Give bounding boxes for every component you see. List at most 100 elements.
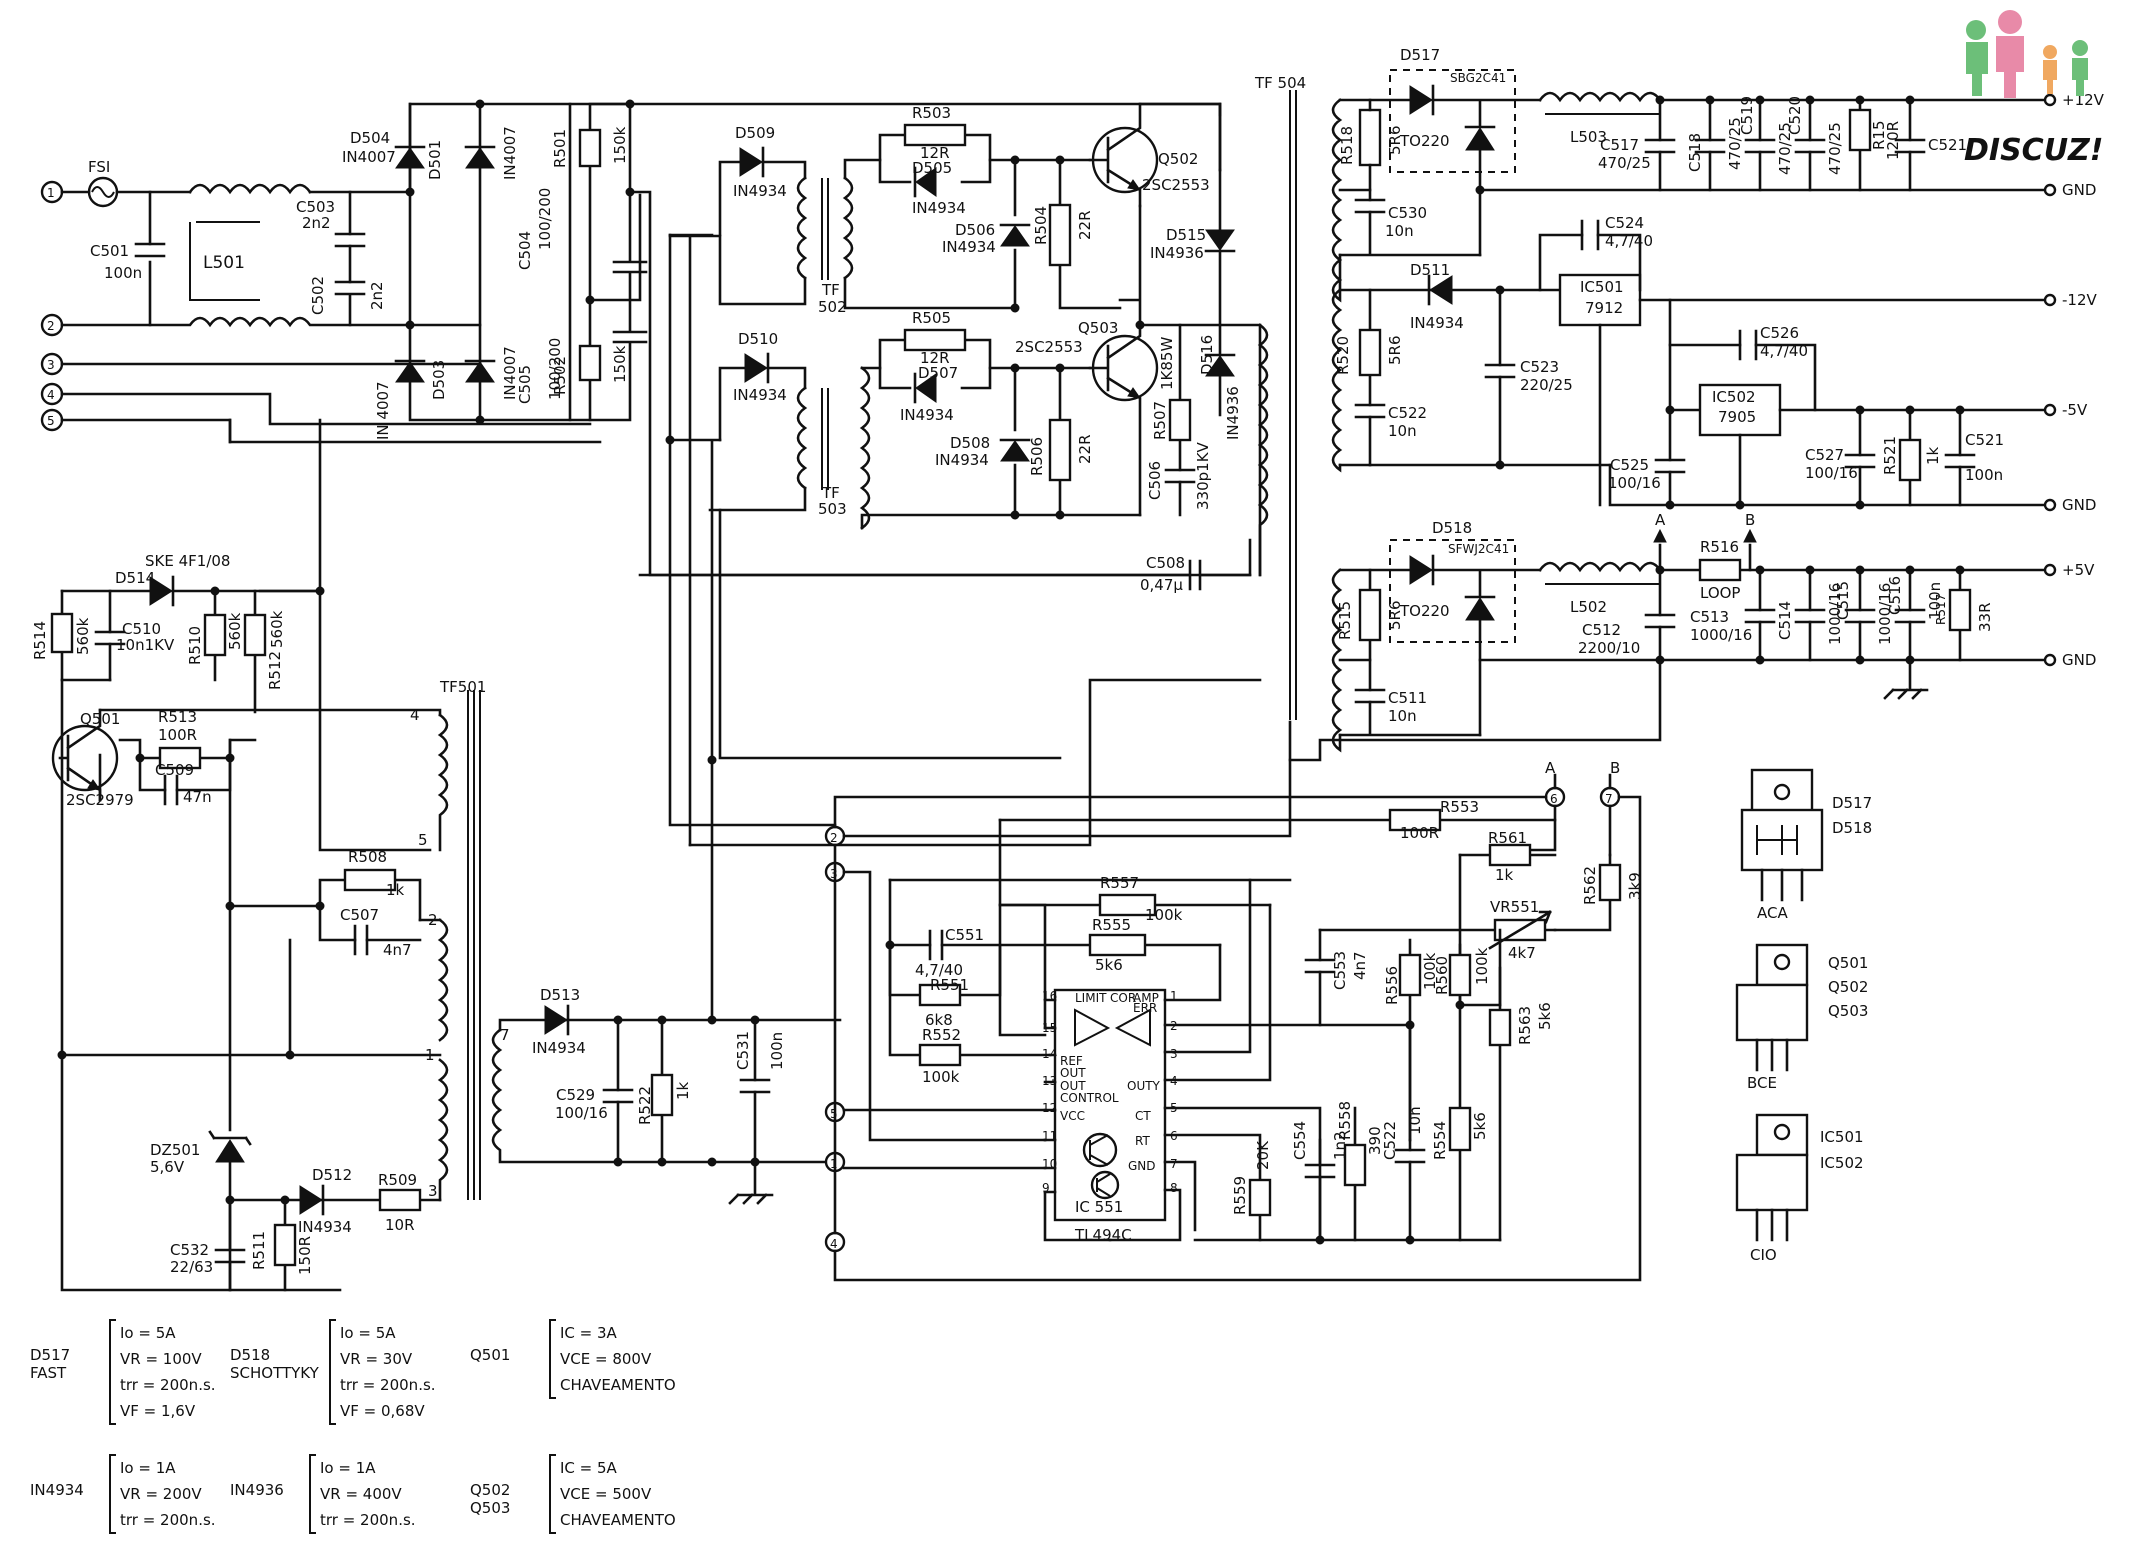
svg-text:GND: GND <box>2062 651 2096 669</box>
svg-text:10n: 10n <box>1385 222 1414 240</box>
spec-sub: SCHOTTYKY <box>230 1364 320 1382</box>
svg-text:R507: R507 <box>1151 401 1169 440</box>
svg-text:D512: D512 <box>312 1166 352 1184</box>
svg-text:OUT: OUT <box>1060 1066 1086 1080</box>
diode-d501: D501 IN4007 <box>426 126 519 180</box>
svg-text:VR551: VR551 <box>1490 898 1539 916</box>
spec-line: VF = 0,68V <box>340 1402 425 1420</box>
svg-text:TO220: TO220 <box>1399 602 1450 620</box>
svg-text:C511: C511 <box>1388 689 1427 707</box>
svg-text:C505: C505 <box>516 365 534 404</box>
svg-text:7905: 7905 <box>1718 408 1756 426</box>
svg-text:D518: D518 <box>1832 819 1872 837</box>
spec-line: Io = 5A <box>120 1324 176 1342</box>
svg-text:R521: R521 <box>1881 436 1899 475</box>
svg-text:3: 3 <box>47 358 55 372</box>
svg-text:150k: 150k <box>611 126 629 164</box>
svg-text:D516: D516 <box>1198 335 1216 375</box>
svg-text:TF: TF <box>821 484 840 502</box>
svg-text:IN4934: IN4934 <box>532 1039 586 1057</box>
spec-name: Q501 <box>470 1346 510 1364</box>
svg-text:R560: R560 <box>1433 956 1451 995</box>
svg-text:DISCUZ!: DISCUZ! <box>1964 133 2103 168</box>
svg-text:TO220: TO220 <box>1399 132 1450 150</box>
svg-text:4k7: 4k7 <box>1508 944 1536 962</box>
svg-text:Q503: Q503 <box>1828 1002 1868 1020</box>
svg-text:0,47μ: 0,47μ <box>1140 576 1183 594</box>
svg-text:R517: R517 <box>1934 594 1948 625</box>
svg-text:1: 1 <box>1170 989 1178 1003</box>
svg-text:470/25: 470/25 <box>1598 154 1651 172</box>
svg-text:IC501: IC501 <box>1820 1128 1864 1146</box>
spec-line: VR = 400V <box>320 1485 402 1503</box>
aux-section: SKE 4F1/08 D514 R514 560k C510 10n1KV R5… <box>31 233 1262 1292</box>
svg-text:D514: D514 <box>115 569 155 587</box>
svg-text:C517: C517 <box>1600 136 1639 154</box>
svg-text:R561: R561 <box>1488 829 1527 847</box>
spec-line: trr = 200n.s. <box>120 1376 216 1394</box>
svg-text:IN4007: IN4007 <box>501 346 519 400</box>
svg-text:3k9: 3k9 <box>1626 872 1644 900</box>
svg-text:-5V: -5V <box>2062 401 2088 419</box>
spec-name: D518 <box>230 1346 270 1364</box>
svg-text:7912: 7912 <box>1585 299 1623 317</box>
output-section: R518 5R6 C530 10n D517 SBG2C41 TO220 L50… <box>1288 46 2105 762</box>
svg-text:D501: D501 <box>426 140 444 180</box>
svg-text:R555: R555 <box>1092 916 1131 934</box>
diode-d510: D510 IN4934 <box>733 330 787 404</box>
svg-text:1000/16: 1000/16 <box>1876 583 1894 645</box>
svg-text:C554: C554 <box>1291 1121 1309 1160</box>
svg-text:R503: R503 <box>912 104 951 122</box>
svg-text:D517: D517 <box>1400 46 1440 64</box>
connector-6: 6 <box>1544 786 1566 808</box>
spec-line: VF = 1,6V <box>120 1402 196 1420</box>
svg-text:ERR: ERR <box>1133 1001 1157 1015</box>
svg-text:2: 2 <box>47 319 55 333</box>
svg-text:220/25: 220/25 <box>1520 376 1573 394</box>
svg-text:7: 7 <box>1605 792 1613 806</box>
svg-text:GND: GND <box>2062 496 2096 514</box>
svg-text:D513: D513 <box>540 986 580 1004</box>
svg-text:Q502: Q502 <box>1828 978 1868 996</box>
svg-text:+12V: +12V <box>2062 91 2105 109</box>
svg-text:C515: C515 <box>1834 581 1852 620</box>
svg-text:R551: R551 <box>930 976 969 994</box>
output-terminal-gnd3: GND <box>2043 651 2096 669</box>
svg-text:C518: C518 <box>1686 133 1704 172</box>
svg-text:R554: R554 <box>1431 1121 1449 1160</box>
svg-text:C524: C524 <box>1605 214 1644 232</box>
svg-text:C519: C519 <box>1738 96 1756 135</box>
svg-text:B: B <box>1745 511 1755 529</box>
svg-text:IN4934: IN4934 <box>298 1218 352 1236</box>
spec-line: trr = 200n.s. <box>120 1511 216 1529</box>
svg-text:7: 7 <box>500 1026 510 1044</box>
svg-text:IN4934: IN4934 <box>900 406 954 424</box>
svg-text:IN4936: IN4936 <box>1150 244 1204 262</box>
svg-text:100k: 100k <box>1145 906 1183 924</box>
svg-text:R563: R563 <box>1516 1006 1534 1045</box>
svg-text:D503: D503 <box>430 360 448 400</box>
svg-text:IN4934: IN4934 <box>942 238 996 256</box>
input-terminal-5: 5 <box>40 408 64 432</box>
svg-text:C501: C501 <box>90 242 129 260</box>
svg-text:BCE: BCE <box>1747 1074 1777 1092</box>
svg-text:503: 503 <box>818 500 847 518</box>
svg-text:D511: D511 <box>1410 261 1450 279</box>
svg-text:7: 7 <box>1170 1157 1178 1171</box>
svg-text:TF: TF <box>821 281 840 299</box>
svg-text:L503: L503 <box>1570 128 1607 146</box>
svg-text:12R: 12R <box>920 349 950 367</box>
svg-text:C514: C514 <box>1776 601 1794 640</box>
svg-text:D508: D508 <box>950 434 990 452</box>
svg-text:Q501: Q501 <box>1828 954 1868 972</box>
svg-text:4: 4 <box>830 1237 838 1251</box>
svg-text:560k: 560k <box>226 612 244 650</box>
svg-text:C507: C507 <box>340 906 379 924</box>
spec-line: IC = 5A <box>560 1459 618 1477</box>
svg-text:2SC2553: 2SC2553 <box>1142 176 1210 194</box>
svg-text:L501: L501 <box>203 253 245 273</box>
